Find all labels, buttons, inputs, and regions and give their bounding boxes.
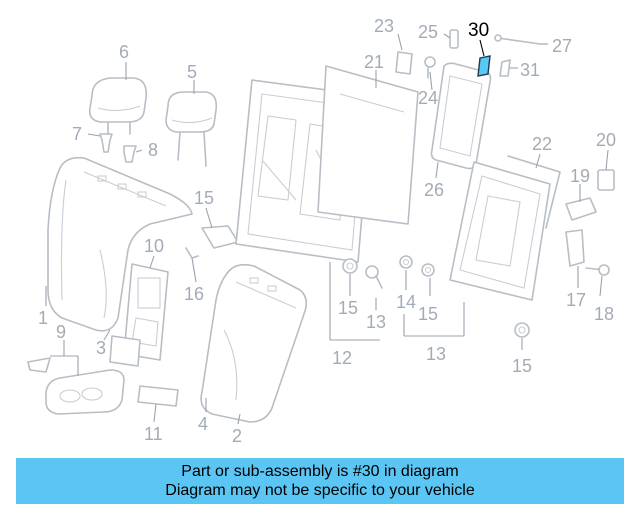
- headrest-part-5: [165, 91, 218, 167]
- callout-20: 18: [594, 304, 614, 324]
- frame-part-13: [449, 161, 551, 301]
- latch-part-19: [565, 229, 585, 267]
- callout-16: 15: [512, 356, 532, 376]
- highlighted-part-30[interactable]: [477, 39, 491, 77]
- washer-part-16: [514, 322, 530, 338]
- callout-27: 25: [418, 22, 438, 42]
- trim-panel-part-28: [430, 62, 492, 170]
- bolt-part-20: [585, 264, 610, 276]
- guide-part-8: [123, 145, 137, 163]
- callout-22: 20: [596, 130, 616, 150]
- bolt-part-14a: [365, 265, 383, 289]
- callout-11: 11: [144, 424, 163, 444]
- screw-part-26: [424, 56, 436, 79]
- callout-26: 24: [418, 88, 438, 108]
- panel-part-24: [507, 155, 561, 229]
- bushing-part-15b: [421, 263, 435, 277]
- banner-line-1: Part or sub-assembly is #30 in diagram: [181, 463, 459, 480]
- headrest-part-6: [88, 77, 148, 135]
- callout-24: 22: [532, 134, 552, 154]
- callout-15a: 15: [338, 298, 358, 318]
- bolt-part-14b: [399, 255, 413, 269]
- callout-10: 10: [144, 236, 164, 256]
- callout-19: 17: [566, 290, 586, 310]
- clip-part-31: [499, 59, 511, 77]
- callout-5: 5: [187, 62, 197, 82]
- clip-part-25: [395, 51, 413, 75]
- callout-1: 1: [38, 308, 48, 328]
- cap-part-22: [597, 169, 615, 191]
- callout-21: 19: [570, 166, 590, 186]
- callout-6: 6: [119, 42, 129, 62]
- callout-18: 16: [184, 284, 204, 304]
- cover-part-21: [565, 197, 597, 221]
- callout-23: 21: [364, 52, 384, 72]
- armrest-frame-part-10: [109, 263, 169, 367]
- callout-4: 4: [198, 414, 208, 434]
- callout-14b: 14: [396, 292, 416, 312]
- callout-2: 2: [232, 426, 242, 446]
- bushing-part-15a: [342, 258, 358, 274]
- callout-7: 7: [72, 124, 82, 144]
- callout-29: 27: [552, 36, 572, 56]
- callout-3: 3: [96, 338, 106, 358]
- callout-28: 26: [424, 180, 444, 200]
- callout-14a: 13: [366, 312, 386, 332]
- guide-part-7: [99, 133, 113, 153]
- trim-part-11: [137, 385, 179, 407]
- callout-9: 9: [56, 322, 66, 342]
- banner-line-2: Diagram may not be specific to your vehi…: [165, 482, 475, 499]
- clip-part-27: [449, 29, 459, 49]
- callout-8: 8: [148, 140, 158, 160]
- leader-lines: [45, 33, 609, 425]
- callout-15b: 15: [418, 304, 438, 324]
- info-banner: Part or sub-assembly is #30 in diagram D…: [16, 458, 624, 504]
- seat-cushion-part-2: [200, 263, 308, 423]
- callout-25: 23: [374, 16, 394, 36]
- callout-31: 31: [520, 60, 540, 80]
- clip-part-18: [185, 247, 199, 259]
- callout-12: 12: [332, 348, 352, 368]
- callout-labels: 6 5 7 8 1 3 10 9 11 4 2 15 16 21 15 13 1…: [38, 16, 616, 446]
- seat-back-part-1: [47, 156, 193, 332]
- rod-part-29: [494, 34, 541, 45]
- callout-17: 15: [194, 188, 214, 208]
- callout-30-highlighted: 30: [468, 20, 489, 41]
- armrest-part-9: [27, 357, 125, 415]
- callout-13: 13: [426, 344, 446, 364]
- panel-part-23: [317, 65, 419, 225]
- bracket-part-17: [201, 225, 239, 249]
